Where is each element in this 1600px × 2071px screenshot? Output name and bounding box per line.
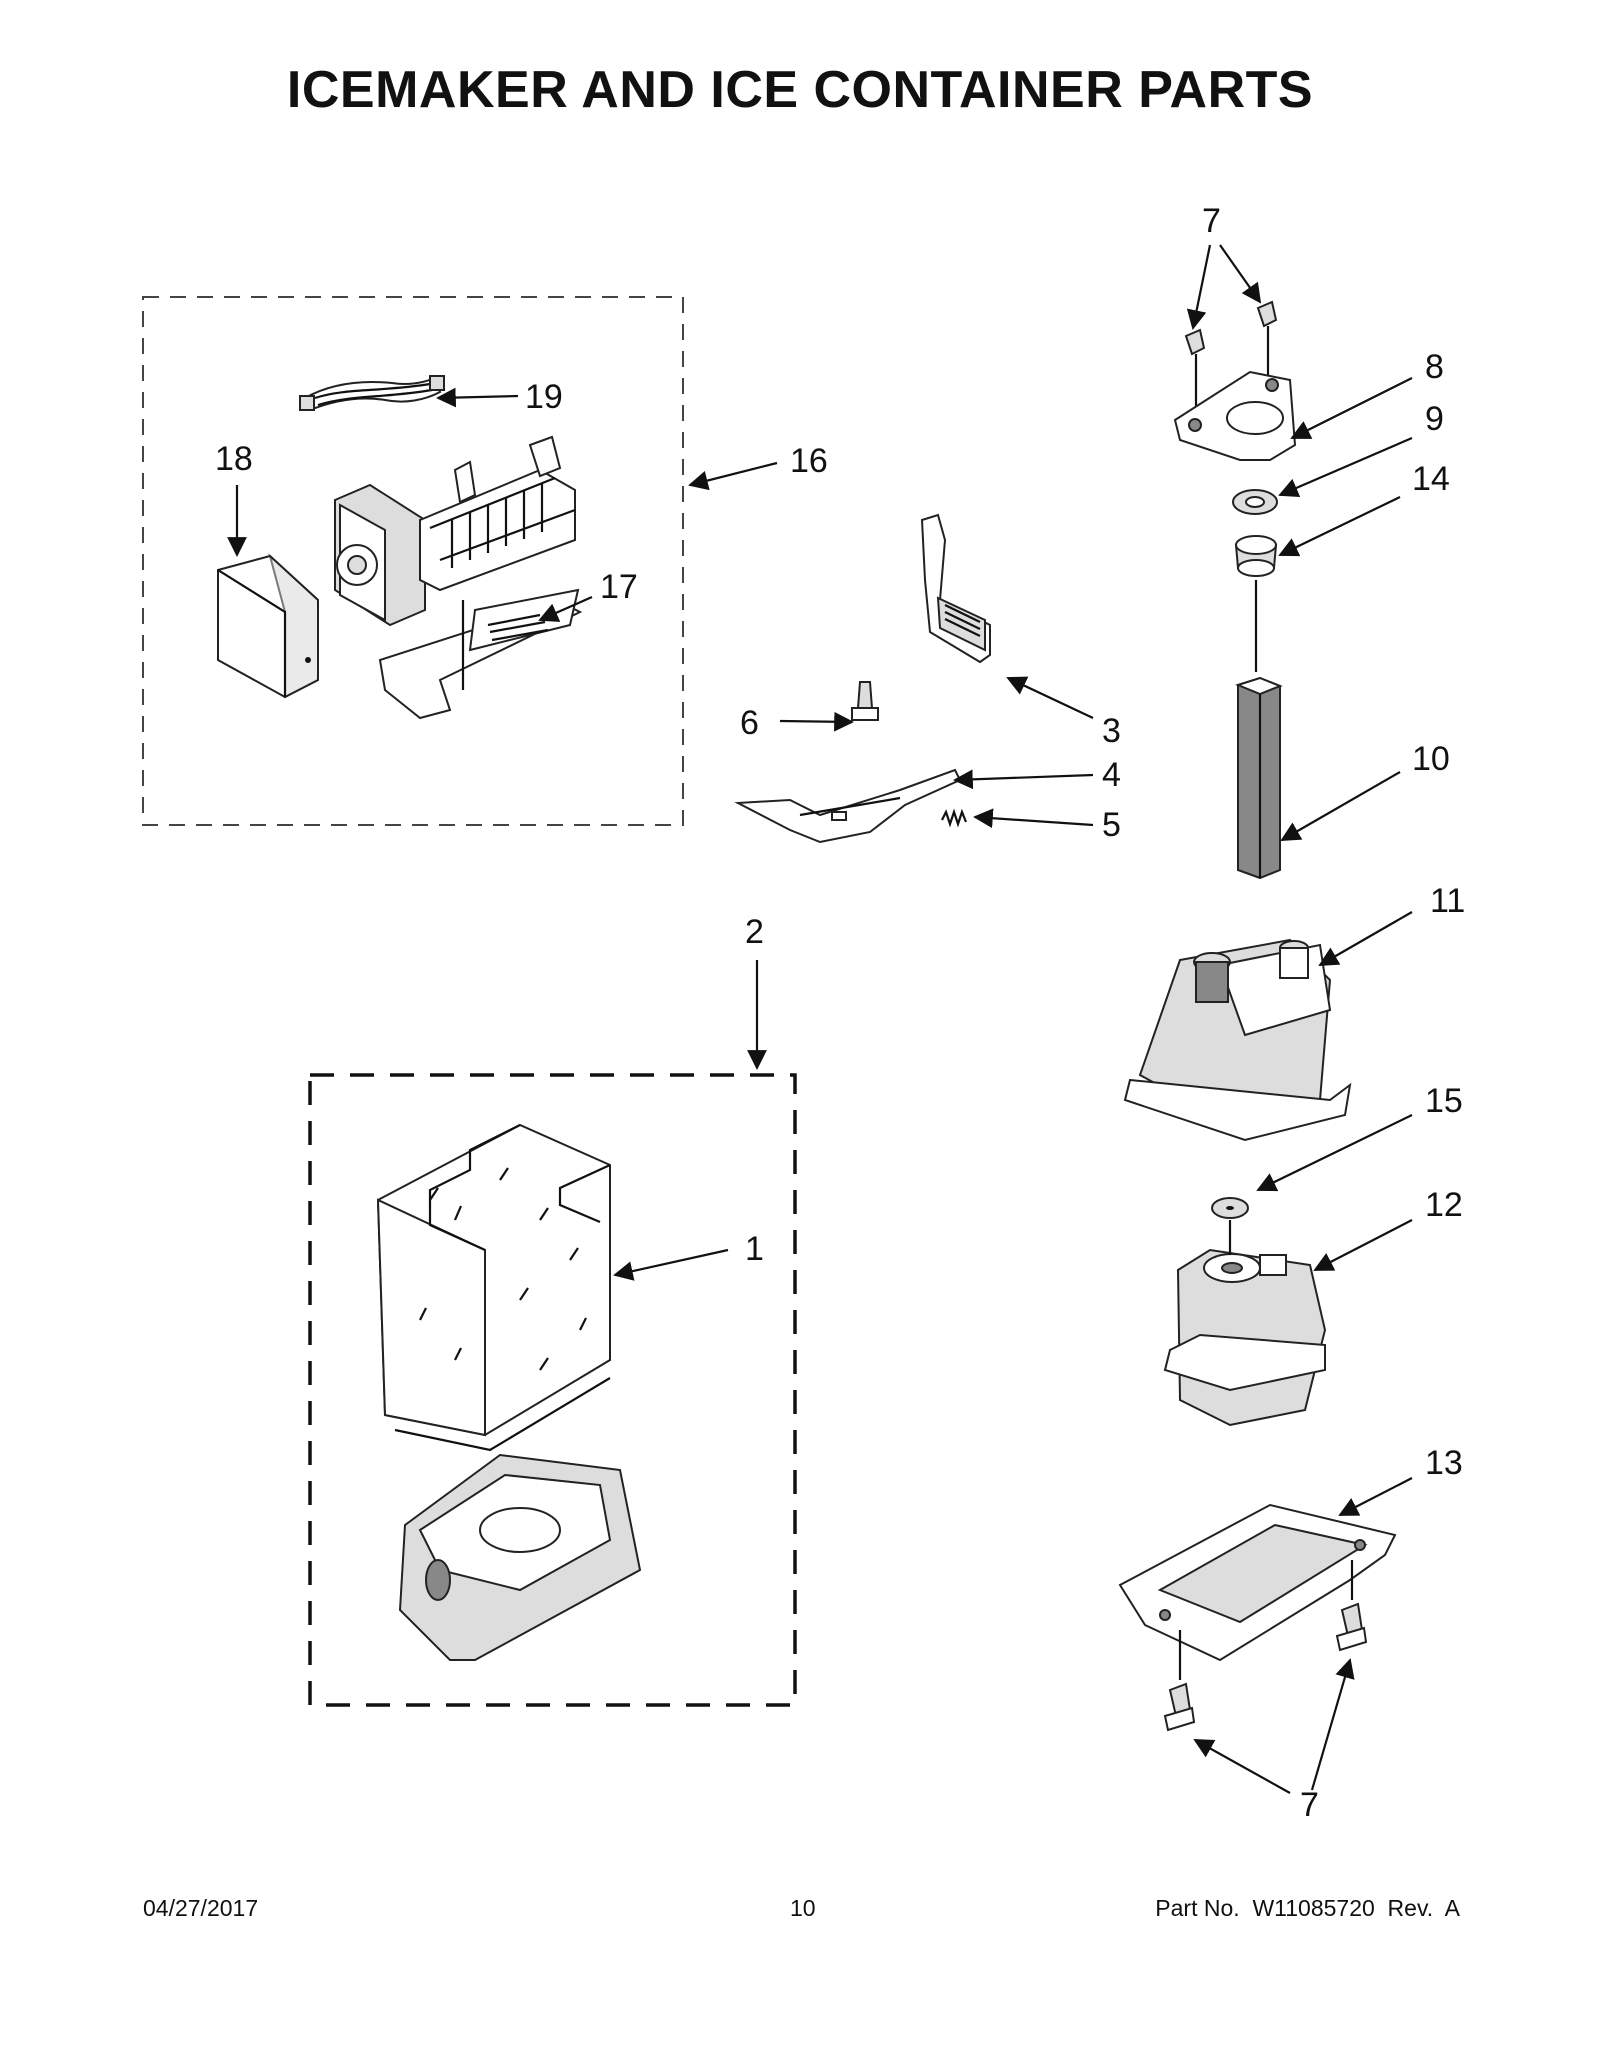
motor-mount-plate-part (1118, 1503, 1397, 1680)
leader-3 (1006, 676, 1094, 719)
wire-harness-part (299, 375, 445, 412)
leader-13 (1338, 1477, 1413, 1516)
leader-4 (953, 769, 1094, 790)
leader-16 (688, 461, 778, 491)
leader-5 (973, 808, 1094, 829)
auger-base-part (398, 1453, 642, 1661)
leader-7a (1186, 244, 1212, 330)
ice-container-group-box (308, 1073, 797, 1707)
leader-14 (1278, 496, 1401, 557)
leader-7b (1219, 244, 1262, 304)
screw-part (1163, 1682, 1196, 1732)
callout-9: 9 (1425, 400, 1444, 438)
leader-15 (1256, 1114, 1413, 1192)
shaft-part (1235, 676, 1283, 880)
leader-19 (436, 387, 519, 408)
icemaker-assembly-group-box (142, 296, 684, 826)
motor-housing-part (1123, 938, 1352, 1142)
footer-part-number: Part No. W11085720 Rev. A (1155, 1895, 1460, 1921)
callout-14: 14 (1412, 460, 1450, 498)
leader-7d (1310, 1658, 1355, 1791)
callout-15: 15 (1425, 1082, 1463, 1120)
callout-11: 11 (1430, 882, 1465, 920)
callout-7-bottom: 7 (1300, 1786, 1319, 1824)
callout-12: 12 (1425, 1186, 1463, 1224)
spring-part (941, 808, 968, 828)
leader-8 (1290, 377, 1413, 439)
icemaker-cover-part (217, 552, 319, 699)
screw-part (1256, 300, 1278, 380)
callout-8: 8 (1425, 348, 1444, 386)
chute-flapper-part (920, 513, 991, 664)
callout-16: 16 (790, 442, 828, 480)
callout-17: 17 (600, 568, 638, 606)
ice-bucket-part (376, 1123, 611, 1452)
leader-10 (1280, 771, 1401, 841)
callout-5: 5 (1102, 806, 1121, 844)
callout-19: 19 (525, 378, 563, 416)
footer-date: 04/27/2017 (143, 1895, 259, 1921)
callout-13: 13 (1425, 1444, 1463, 1482)
leader-11 (1318, 911, 1413, 966)
callout-18: 18 (215, 440, 253, 478)
leader-17 (538, 595, 593, 622)
callout-3: 3 (1102, 712, 1121, 750)
page-title: ICEMAKER AND ICE CONTAINER PARTS (286, 61, 1314, 119)
footer-page-number: 10 (790, 1895, 816, 1921)
gasket-disc-part (1211, 1197, 1249, 1219)
lever-arm-part (734, 768, 962, 844)
washer-part (1232, 489, 1278, 515)
callout-2: 2 (745, 913, 764, 951)
callout-4: 4 (1102, 756, 1121, 794)
callout-6: 6 (740, 704, 759, 742)
callout-10: 10 (1412, 740, 1450, 778)
callout-1: 1 (745, 1230, 764, 1268)
screw-part (851, 681, 879, 721)
leader-1 (613, 1248, 729, 1281)
leader-6 (779, 711, 854, 732)
bearing-part (1234, 535, 1278, 577)
icemaker-part (334, 435, 576, 627)
callout-7-top: 7 (1202, 202, 1221, 240)
leader-7c (1193, 1739, 1291, 1794)
screw-part (1335, 1602, 1368, 1652)
drive-motor-part (1163, 1220, 1327, 1427)
bearing-plate-part (1173, 370, 1297, 461)
leader-12 (1313, 1219, 1413, 1271)
leader-9 (1278, 436, 1413, 498)
